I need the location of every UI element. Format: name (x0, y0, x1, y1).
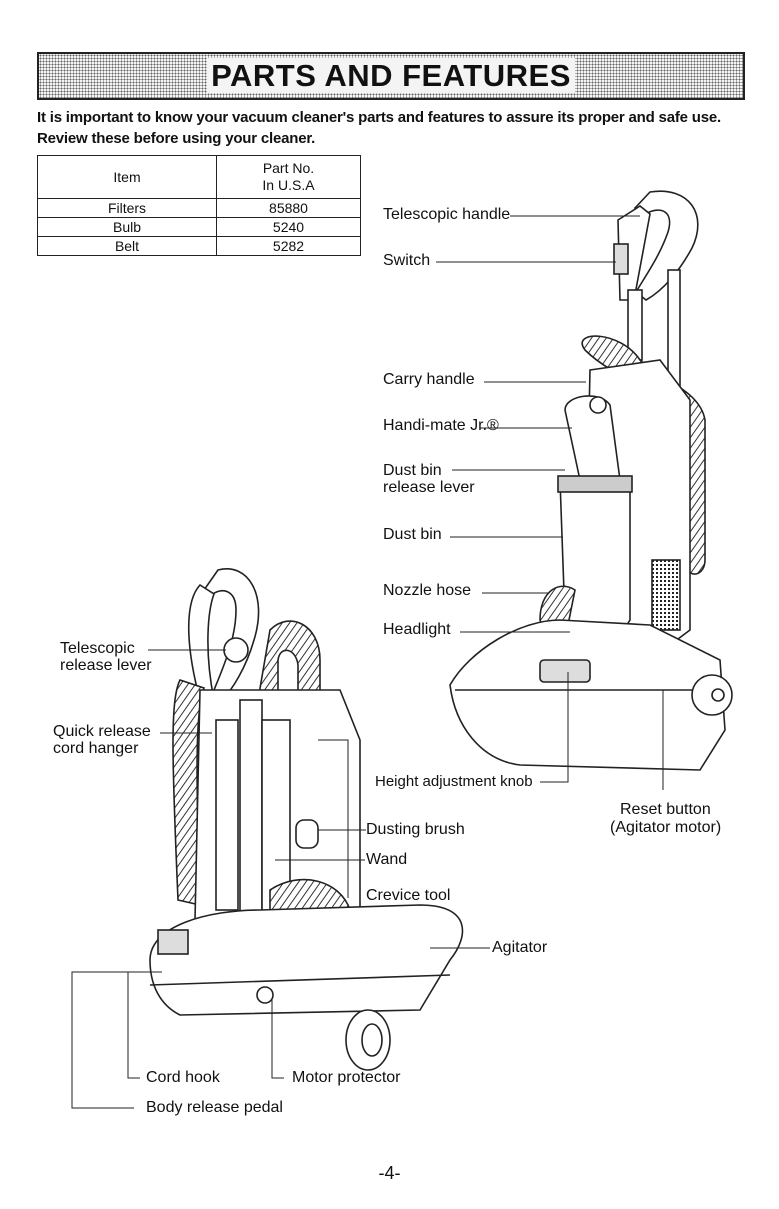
vacuum-front-illustration (449, 190, 733, 771)
label-height-adjustment-knob: Height adjustment knob (375, 773, 533, 790)
label-telescopic-release-2: release lever (60, 657, 152, 674)
label-wand: Wand (366, 851, 408, 868)
page-number: -4- (378, 1163, 401, 1183)
label-reset-button-1: Reset button (620, 801, 711, 818)
intro-text: It is important to know your vacuum clea… (37, 109, 721, 147)
label-dust-bin-release-2: release lever (383, 479, 475, 496)
label-dust-bin-release-1: Dust bin (383, 462, 442, 479)
label-telescopic-handle: Telescopic handle (383, 206, 511, 223)
label-switch: Switch (383, 252, 431, 269)
parts-table: Item Part No. In U.S.A Filters 85880 Bul… (37, 155, 361, 256)
label-body-release-pedal: Body release pedal (146, 1099, 283, 1116)
label-nozzle-hose: Nozzle hose (383, 582, 472, 599)
leader-lines (71, 215, 664, 1109)
label-dusting-brush: Dusting brush (366, 821, 465, 838)
label-carry-handle: Carry handle (383, 371, 475, 388)
title-banner: PARTS AND FEATURES (37, 52, 745, 100)
label-reset-button-2: (Agitator motor) (610, 819, 722, 836)
vacuum-back-illustration (149, 568, 464, 1071)
table-cell-part-no: 5240 (216, 217, 361, 237)
label-motor-protector: Motor protector (292, 1069, 401, 1086)
label-crevice-tool: Crevice tool (366, 887, 451, 904)
label-quick-release-2: cord hanger (53, 740, 139, 757)
page-title: PARTS AND FEATURES (207, 58, 575, 93)
table-row: Belt 5282 (37, 236, 361, 256)
table-cell-item: Bulb (37, 217, 217, 237)
table-cell-item: Belt (37, 236, 217, 256)
table-header-part-no: Part No. In U.S.A (216, 155, 361, 199)
label-quick-release-1: Quick release (53, 723, 151, 740)
table-cell-part-no: 5282 (216, 236, 361, 256)
label-agitator: Agitator (492, 939, 548, 956)
label-dust-bin: Dust bin (383, 526, 442, 543)
label-handi-mate: Handi-mate Jr.® (383, 417, 499, 434)
table-row: Bulb 5240 (37, 217, 361, 237)
label-cord-hook: Cord hook (146, 1069, 220, 1086)
label-telescopic-release-1: Telescopic (60, 640, 135, 657)
label-headlight: Headlight (383, 621, 451, 638)
